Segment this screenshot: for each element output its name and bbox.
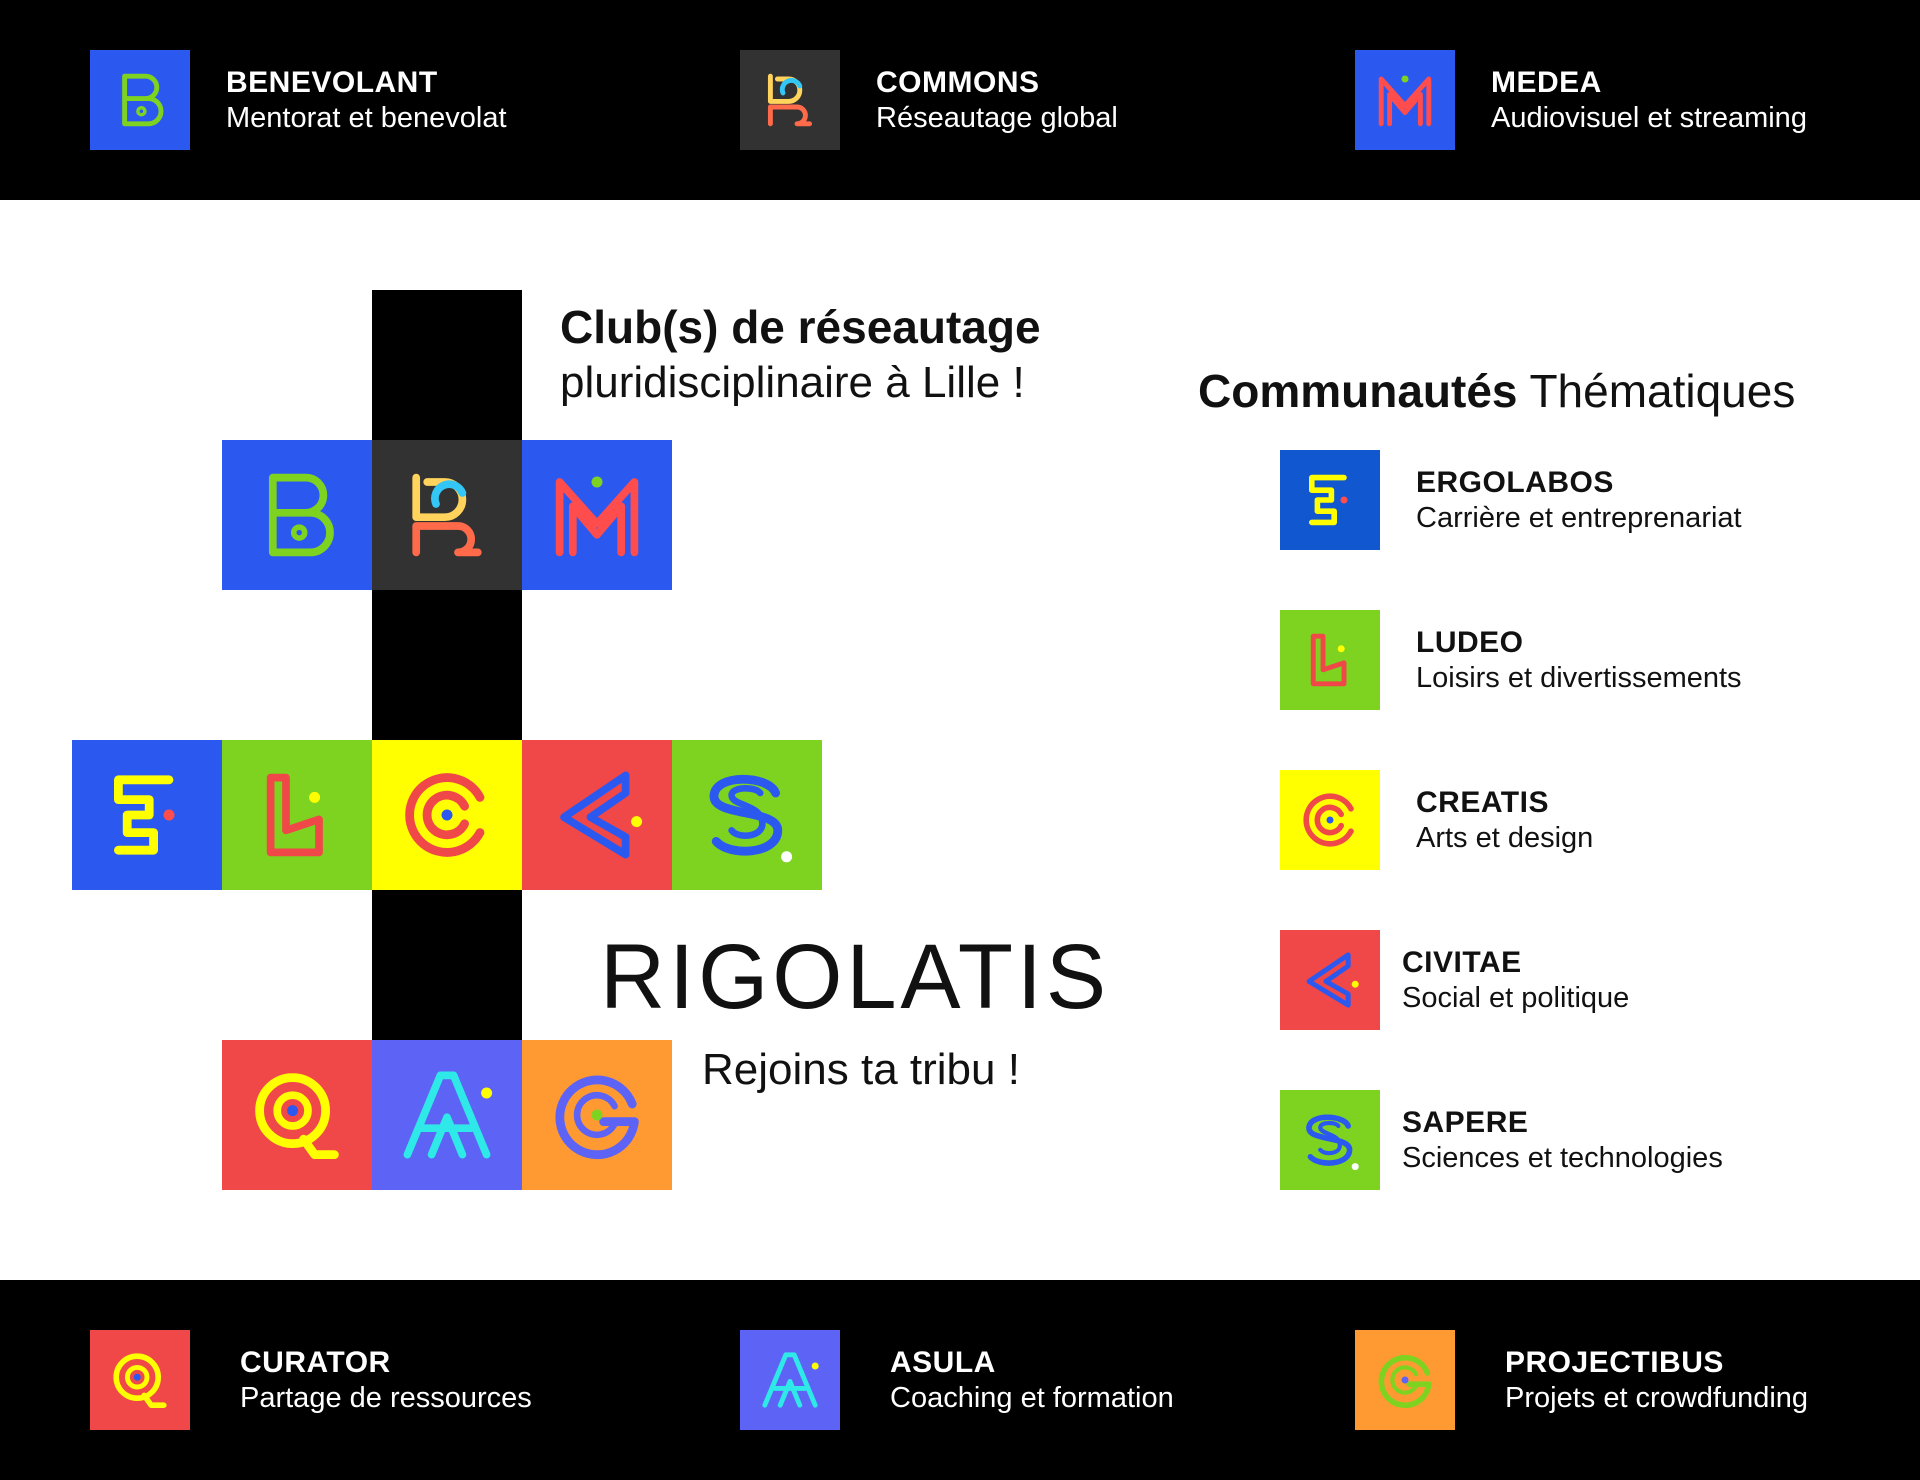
headline-subtitle: pluridisciplinaire à Lille !: [560, 358, 1025, 407]
club-projectibus[interactable]: PROJECTIBUS Projets et crowdfunding: [1355, 1330, 1808, 1430]
club-description: Mentorat et benevolat: [226, 101, 507, 134]
community-sapere[interactable]: SAPERE Sciences et technologies: [1280, 1090, 1723, 1190]
club-name: CURATOR: [240, 1345, 391, 1379]
rigolatis-logo: RIGOLATIS: [600, 926, 1110, 1028]
e-monogram-icon: [72, 740, 222, 890]
club-name: PROJECTIBUS: [1505, 1345, 1724, 1379]
brand-name: RIGOLATIS: [600, 926, 1110, 1028]
community-description: Social et politique: [1402, 981, 1630, 1014]
communities-title-bold: Communautés: [1198, 365, 1518, 417]
r-monogram-icon: [372, 440, 522, 590]
community-description: Sciences et technologies: [1402, 1141, 1723, 1174]
m-monogram-icon: [1355, 50, 1455, 150]
club-name: MEDEA: [1491, 65, 1602, 99]
community-creatis[interactable]: CREATIS Arts et design: [1280, 770, 1593, 870]
headline-title: Club(s) de réseautage: [560, 301, 1041, 353]
a-monogram-icon: [372, 1040, 522, 1190]
a-monogram-icon: [740, 1330, 840, 1430]
club-description: Coaching et formation: [890, 1381, 1174, 1414]
club-benevolant[interactable]: BENEVOLANT Mentorat et benevolat: [90, 50, 507, 150]
l-monogram-icon: [1280, 610, 1380, 710]
c-monogram-icon: [372, 740, 522, 890]
g-monogram-icon: [1355, 1330, 1455, 1430]
s-monogram-icon: [1280, 1090, 1380, 1190]
club-description: Partage de ressources: [240, 1381, 532, 1414]
e-monogram-icon: [1280, 450, 1380, 550]
community-description: Arts et design: [1416, 821, 1594, 854]
community-description: Carrière et entreprenariat: [1416, 501, 1742, 534]
arrow-monogram-icon: [522, 740, 672, 890]
community-name: SAPERE: [1402, 1105, 1529, 1139]
q-monogram-icon: [222, 1040, 372, 1190]
b-monogram-icon: [222, 440, 372, 590]
club-name: COMMONS: [876, 65, 1040, 99]
community-name: CIVITAE: [1402, 945, 1522, 979]
club-description: Audiovisuel et streaming: [1491, 101, 1807, 134]
community-ludeo[interactable]: LUDEO Loisirs et divertissements: [1280, 610, 1742, 710]
community-name: ERGOLABOS: [1416, 465, 1614, 499]
arrow-monogram-icon: [1280, 930, 1380, 1030]
community-description: Loisirs et divertissements: [1416, 661, 1742, 694]
community-name: LUDEO: [1416, 625, 1524, 659]
communities-title-regular: Thématiques: [1529, 365, 1796, 417]
club-curator[interactable]: CURATOR Partage de ressources: [90, 1330, 532, 1430]
b-monogram-icon: [90, 50, 190, 150]
community-name: CREATIS: [1416, 785, 1549, 819]
club-name: BENEVOLANT: [226, 65, 438, 99]
club-description: Projets et crowdfunding: [1505, 1381, 1809, 1414]
l-monogram-icon: [222, 740, 372, 890]
page-headline: Club(s) de réseautage pluridisciplinaire…: [560, 300, 1041, 408]
cross-vertical-bar: [372, 290, 522, 1040]
q-monogram-icon: [90, 1330, 190, 1430]
club-commons[interactable]: COMMONS Réseautage global: [740, 50, 1118, 150]
club-name: ASULA: [890, 1345, 996, 1379]
c-monogram-icon: [1280, 770, 1380, 870]
club-asula[interactable]: ASULA Coaching et formation: [740, 1330, 1174, 1430]
s-monogram-icon: [672, 740, 822, 890]
g-monogram-icon: [522, 1040, 672, 1190]
club-description: Réseautage global: [876, 101, 1118, 134]
club-medea[interactable]: MEDEA Audiovisuel et streaming: [1355, 50, 1807, 150]
communities-title: Communautés Thématiques: [1198, 364, 1795, 418]
m-monogram-icon: [522, 440, 672, 590]
r-monogram-icon: [740, 50, 840, 150]
community-ergolabos[interactable]: ERGOLABOS Carrière et entreprenariat: [1280, 450, 1742, 550]
community-civitae[interactable]: CIVITAE Social et politique: [1280, 930, 1629, 1030]
bottom-club-band: CURATOR Partage de ressources ASULA Coac…: [0, 1280, 1920, 1480]
top-club-band: BENEVOLANT Mentorat et benevolat COMMONS…: [0, 0, 1920, 200]
brand-tagline: Rejoins ta tribu !: [702, 1045, 1020, 1094]
